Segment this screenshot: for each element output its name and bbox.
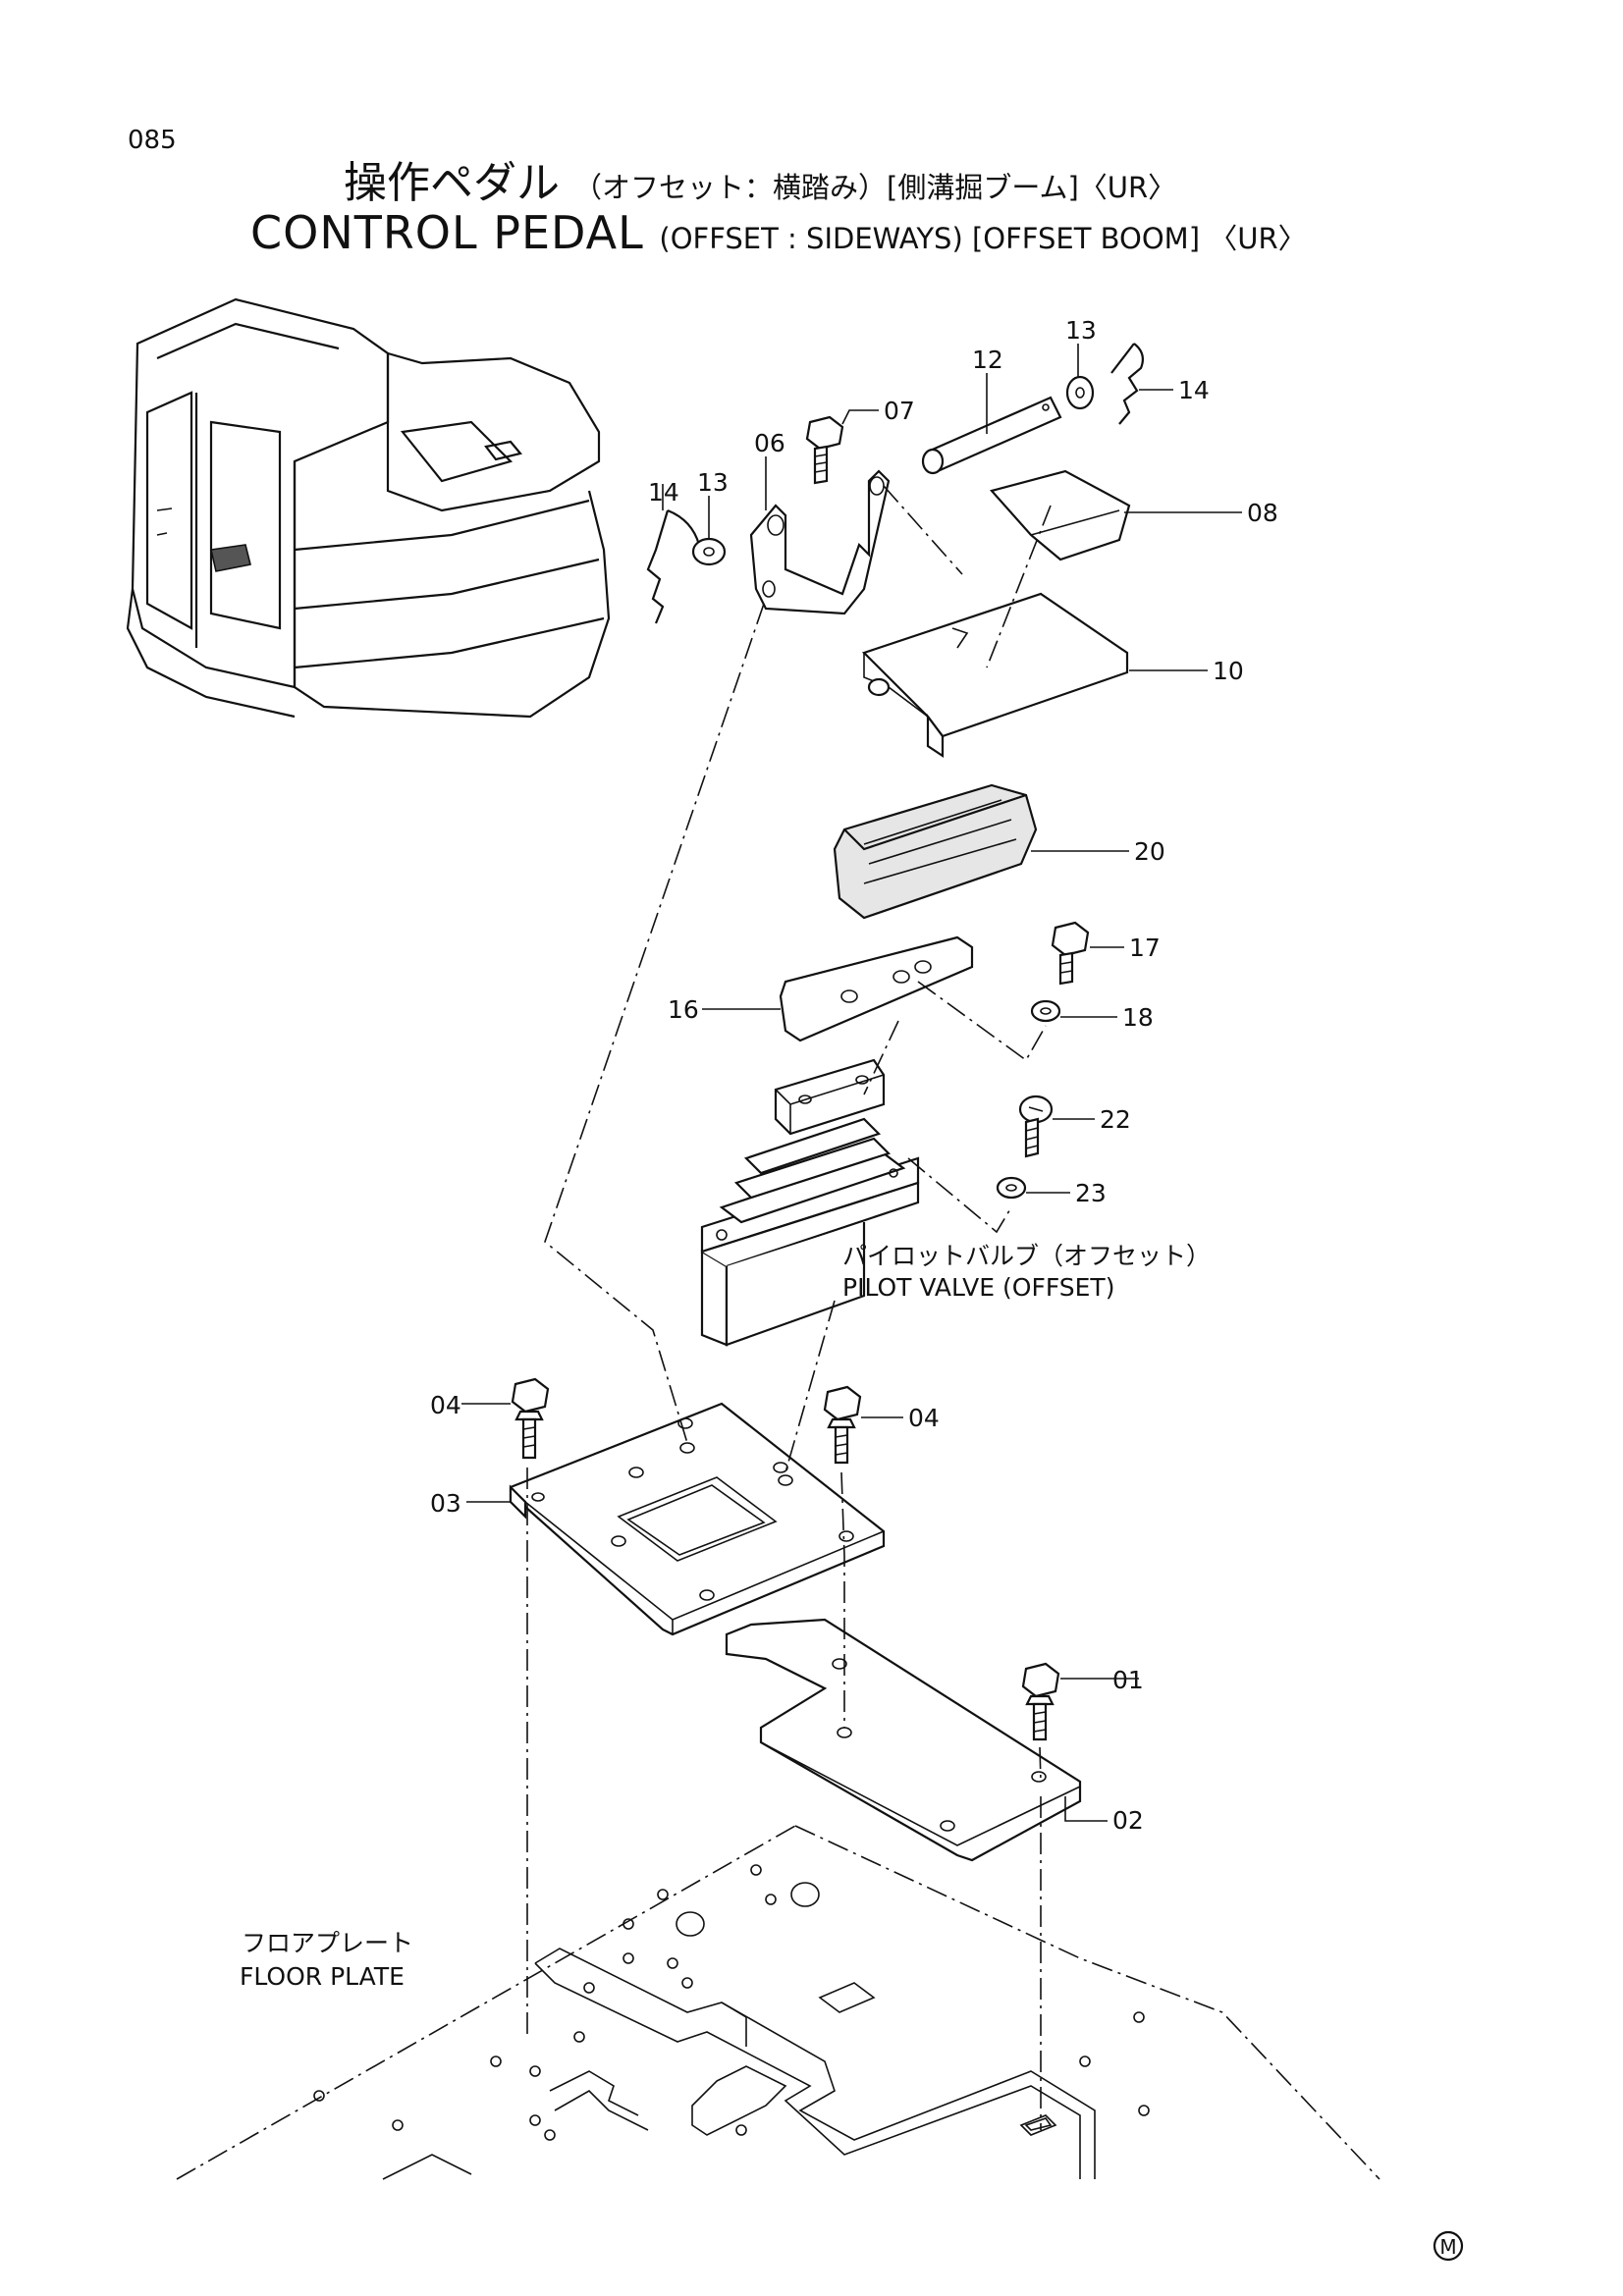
label-part-13-right: 13 <box>1065 316 1097 345</box>
note-floor-plate-en: FLOOR PLATE <box>240 1962 405 1991</box>
part-14-right-clip <box>1110 343 1144 425</box>
title-en-sub: (OFFSET : SIDEWAYS) [OFFSET BOOM] 〈UR〉 <box>659 222 1307 255</box>
label-part-03: 03 <box>430 1489 461 1518</box>
corner-mark-letter: M <box>1439 2235 1456 2259</box>
part-16-plate <box>779 935 974 1042</box>
floor-plate-outline <box>176 1825 1380 2180</box>
label-part-04-left: 04 <box>430 1391 461 1419</box>
part-13-right-washer <box>1065 375 1095 410</box>
label-part-22: 22 <box>1100 1105 1131 1134</box>
label-part-06: 06 <box>754 429 785 457</box>
part-04-right-bolt <box>823 1385 862 1465</box>
part-22-bolt <box>1018 1095 1054 1158</box>
note-pilot-valve-en: PILOT VALVE (OFFSET) <box>842 1273 1114 1302</box>
title-en-main: CONTROL PEDAL <box>250 206 644 259</box>
part-07-bolt <box>805 415 844 485</box>
part-01-bolt <box>1021 1662 1060 1741</box>
part-04-left-bolt <box>511 1377 550 1460</box>
label-part-14-right: 14 <box>1178 376 1210 404</box>
part-06-bracket <box>749 469 891 615</box>
part-08-pad <box>989 469 1131 561</box>
title-japanese: 操作ペダル （オフセット：横踏み）[側溝掘ブーム]〈UR〉 <box>344 147 1176 210</box>
label-part-18: 18 <box>1122 1003 1154 1032</box>
machine-overview-illustration <box>126 297 611 719</box>
part-17-bolt <box>1051 921 1090 986</box>
label-part-14-left: 14 <box>648 478 679 507</box>
label-part-23: 23 <box>1075 1179 1107 1207</box>
part-03-mounting-plate <box>509 1402 886 1636</box>
part-leader-lines <box>461 344 1242 1822</box>
note-floor-plate-jp: フロアプレート <box>242 1929 413 1957</box>
label-part-04-right: 04 <box>908 1404 940 1432</box>
title-jp-sub: （オフセット：横踏み）[側溝掘ブーム]〈UR〉 <box>573 171 1177 204</box>
part-20-rubber-pad <box>833 783 1038 920</box>
title-english: CONTROL PEDAL (OFFSET : SIDEWAYS) [OFFSE… <box>250 206 1307 259</box>
part-10-pedal <box>861 592 1129 759</box>
part-13-left-washer <box>691 537 727 566</box>
label-part-13-left: 13 <box>697 468 729 497</box>
label-part-16: 16 <box>668 995 699 1024</box>
label-part-12: 12 <box>972 346 1003 374</box>
label-part-02: 02 <box>1112 1806 1144 1835</box>
assembly-guide-lines <box>526 485 1052 2130</box>
label-part-07: 07 <box>884 397 915 425</box>
page-number: 085 <box>128 126 177 155</box>
label-part-20: 20 <box>1134 837 1165 866</box>
part-18-lock-washer <box>1030 999 1061 1023</box>
label-part-01: 01 <box>1112 1666 1144 1694</box>
pilot-valve-assembly <box>700 1058 920 1347</box>
part-02-base-plate <box>725 1618 1082 1862</box>
title-jp-main: 操作ペダル <box>344 158 560 208</box>
label-part-17: 17 <box>1129 934 1161 962</box>
part-23-lock-washer <box>996 1176 1027 1200</box>
corner-mark-circled-m: M <box>1433 2230 1464 2262</box>
label-part-10: 10 <box>1213 657 1244 685</box>
part-14-left-clip <box>646 508 701 624</box>
part-12-pin <box>921 396 1062 475</box>
label-part-08: 08 <box>1247 499 1278 527</box>
note-pilot-valve-jp: パイロットバルブ（オフセット） <box>842 1242 1211 1270</box>
